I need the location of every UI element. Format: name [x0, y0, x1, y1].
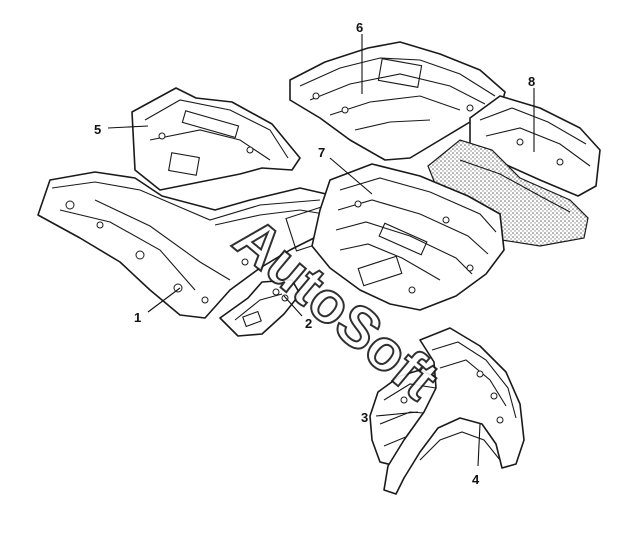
callout-labels: 1 2 3 4 5 6 7 8 [94, 20, 535, 487]
leader-lines [107, 34, 535, 467]
callout-7: 7 [318, 145, 325, 160]
callout-1: 1 [134, 310, 141, 325]
leader-7 [329, 157, 373, 195]
part-5-front-floor-panel [131, 87, 301, 191]
part-8-rear-crossmember [427, 95, 601, 247]
callout-2: 2 [305, 316, 312, 331]
part-6-rear-floor-panel [289, 41, 506, 161]
callout-5: 5 [94, 122, 101, 137]
part-4-wheel-arch-outer [383, 327, 525, 495]
leader-1 [147, 287, 181, 313]
leader-4 [477, 423, 481, 467]
callout-6: 6 [356, 20, 363, 35]
leader-2 [283, 295, 303, 317]
part-2-floor-bracket [219, 279, 301, 337]
leader-3 [375, 411, 419, 417]
part-1-front-floor-frame [37, 171, 345, 319]
leader-5 [107, 125, 149, 129]
callout-8: 8 [528, 74, 535, 89]
part-7-center-floor-pan [311, 163, 505, 311]
callout-4: 4 [472, 472, 480, 487]
callout-3: 3 [361, 410, 368, 425]
